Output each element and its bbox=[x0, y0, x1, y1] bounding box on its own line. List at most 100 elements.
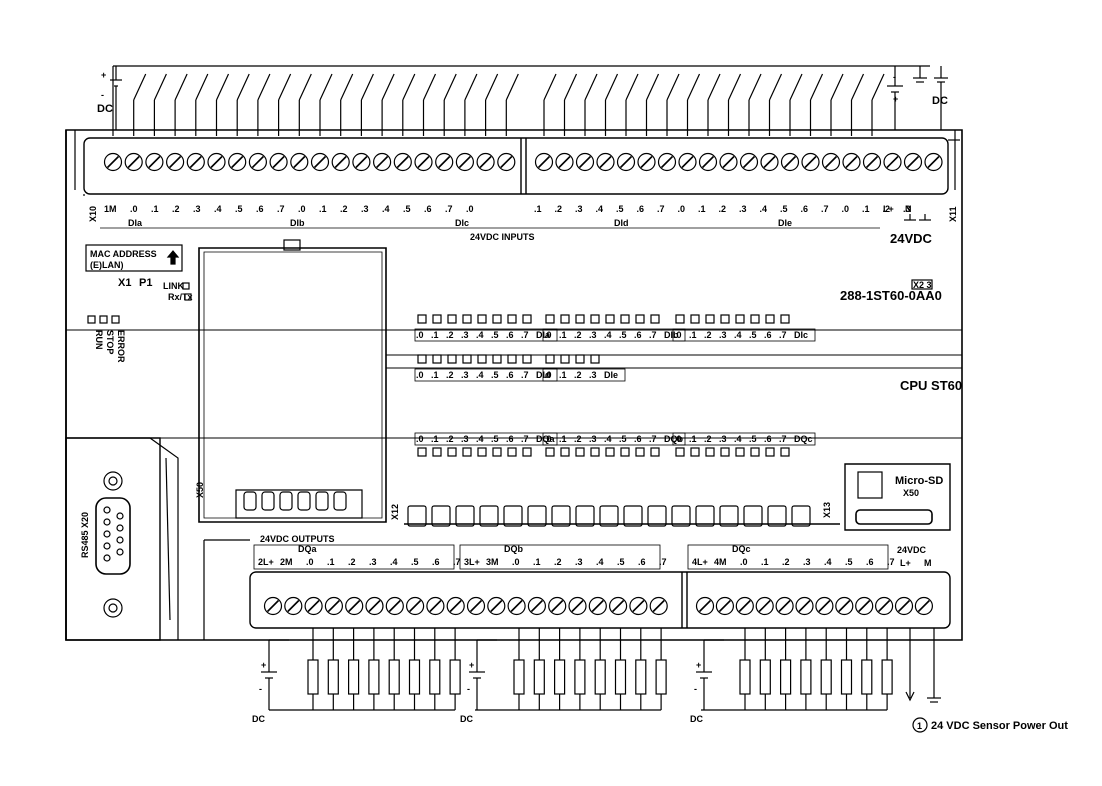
screw-slot bbox=[449, 599, 462, 613]
output-common-label: 4L+ bbox=[692, 557, 708, 567]
input-terminal-screw bbox=[393, 152, 412, 172]
load-resistor bbox=[800, 659, 812, 695]
screw-slot bbox=[798, 599, 811, 613]
status-led-icon bbox=[87, 315, 96, 324]
screw-slot bbox=[838, 599, 851, 613]
output-terminal-screw bbox=[426, 596, 445, 616]
input-switch-contact bbox=[830, 73, 844, 101]
screw-slot bbox=[619, 155, 633, 169]
screw-slot bbox=[818, 599, 831, 613]
io-led-bit-label: .0 bbox=[674, 330, 682, 340]
note-number: 1 bbox=[917, 721, 922, 731]
output-terminal-screw bbox=[894, 596, 914, 616]
front-door-inner bbox=[203, 251, 383, 519]
io-led-group-box bbox=[672, 328, 816, 342]
input-bit-label: .1 bbox=[862, 204, 870, 214]
input-bit-label: .0 bbox=[130, 204, 138, 214]
load-resistor bbox=[881, 659, 893, 695]
rxtx-led-label: Rx/Tx bbox=[168, 292, 193, 302]
dc-source-label: DC bbox=[690, 714, 703, 724]
input-switch-contact bbox=[319, 73, 333, 101]
io-led-icon bbox=[620, 314, 630, 324]
io-led-bit-label: .6 bbox=[506, 330, 514, 340]
x12-module-contact bbox=[767, 505, 787, 527]
expansion-connector-pin bbox=[333, 491, 347, 511]
expansion-connector bbox=[235, 489, 363, 519]
io-led-bit-label: .3 bbox=[719, 434, 727, 444]
input-terminal-screw bbox=[310, 152, 330, 172]
io-led-bit-label: .5 bbox=[619, 330, 627, 340]
io-led-group-label: DIc bbox=[794, 330, 808, 340]
load-resistor bbox=[429, 659, 441, 695]
io-led-bit-label: .5 bbox=[491, 330, 499, 340]
output-bit-label: .4 bbox=[390, 557, 398, 567]
dc-source-label: DC bbox=[97, 103, 113, 115]
note-marker-icon bbox=[912, 717, 928, 733]
load-resistor bbox=[840, 659, 853, 695]
io-led-bit-label: .7 bbox=[521, 330, 529, 340]
screw-slot bbox=[169, 155, 182, 169]
power-24vdc-label: 24VDC bbox=[890, 231, 933, 246]
mac-address-box bbox=[85, 244, 183, 272]
input-switch-contact bbox=[174, 73, 188, 101]
rs485-pin bbox=[103, 554, 111, 562]
load-resistor bbox=[388, 659, 400, 695]
dc-plus-label: + bbox=[261, 660, 266, 670]
input-terminal-screw bbox=[145, 152, 164, 172]
screw-slot bbox=[231, 155, 244, 169]
io-led-icon bbox=[522, 314, 532, 324]
io-led-group-box bbox=[414, 328, 558, 342]
input-bit-label: .0 bbox=[678, 204, 686, 214]
io-led-icon bbox=[675, 314, 685, 324]
screw-slot bbox=[438, 155, 451, 169]
io-led-bit-label: .6 bbox=[634, 330, 642, 340]
input-bit-label: .7 bbox=[821, 204, 829, 214]
power-lplus-label: L+ bbox=[883, 204, 894, 214]
screw-slot bbox=[458, 155, 471, 169]
load-resistor bbox=[820, 659, 832, 695]
output-bit-label: .1 bbox=[761, 557, 769, 567]
io-led-icon bbox=[635, 314, 645, 324]
part-number-label: 288-1ST60-0AA0 bbox=[840, 288, 942, 303]
io-led-bit-label: .4 bbox=[476, 434, 484, 444]
io-led-icon bbox=[447, 314, 457, 324]
rs485-pin bbox=[116, 524, 124, 532]
screw-slot bbox=[409, 599, 422, 613]
io-led-icon bbox=[560, 447, 570, 457]
output-bit-label: .2 bbox=[782, 557, 790, 567]
screw-slot bbox=[578, 155, 592, 169]
input-terminal-screw bbox=[269, 152, 288, 172]
screw-slot bbox=[334, 155, 347, 169]
input-switch-contact bbox=[257, 73, 271, 101]
input-bit-label: .4 bbox=[760, 204, 768, 214]
output-group-box bbox=[459, 544, 661, 570]
load-resistor bbox=[533, 659, 545, 695]
load-resistor bbox=[655, 659, 667, 695]
output-bit-label: .3 bbox=[575, 557, 583, 567]
io-led-bit-label: .7 bbox=[649, 434, 657, 444]
input-bit-label: .3 bbox=[903, 204, 911, 214]
input-bit-label: .6 bbox=[637, 204, 645, 214]
screw-slot bbox=[537, 155, 551, 169]
screw-slot bbox=[313, 155, 327, 169]
ce-mark-label: X2 3 bbox=[913, 280, 932, 290]
io-led-icon bbox=[492, 354, 502, 364]
output-terminal-screw bbox=[324, 596, 343, 616]
output-terminal-screw bbox=[914, 596, 934, 616]
input-terminal-screw bbox=[883, 152, 902, 172]
input-switch-contact bbox=[381, 73, 395, 101]
output-terminal-screw bbox=[795, 596, 814, 616]
io-led-icon bbox=[705, 447, 715, 457]
input-bit-label: .2 bbox=[555, 204, 563, 214]
input-terminal-screw bbox=[719, 152, 738, 172]
note-text: 24 VDC Sensor Power Out bbox=[931, 720, 1068, 732]
x12-module-contact bbox=[695, 505, 715, 527]
x12-module-contact bbox=[407, 505, 427, 527]
rs485-pin bbox=[116, 536, 124, 544]
io-led-bit-label: .5 bbox=[491, 370, 499, 380]
screw-slot bbox=[858, 599, 871, 613]
rs485-pin bbox=[116, 512, 124, 520]
output-terminal-screw bbox=[345, 596, 364, 616]
input-switch-contact bbox=[789, 73, 803, 101]
input-terminal-screw bbox=[575, 152, 595, 172]
